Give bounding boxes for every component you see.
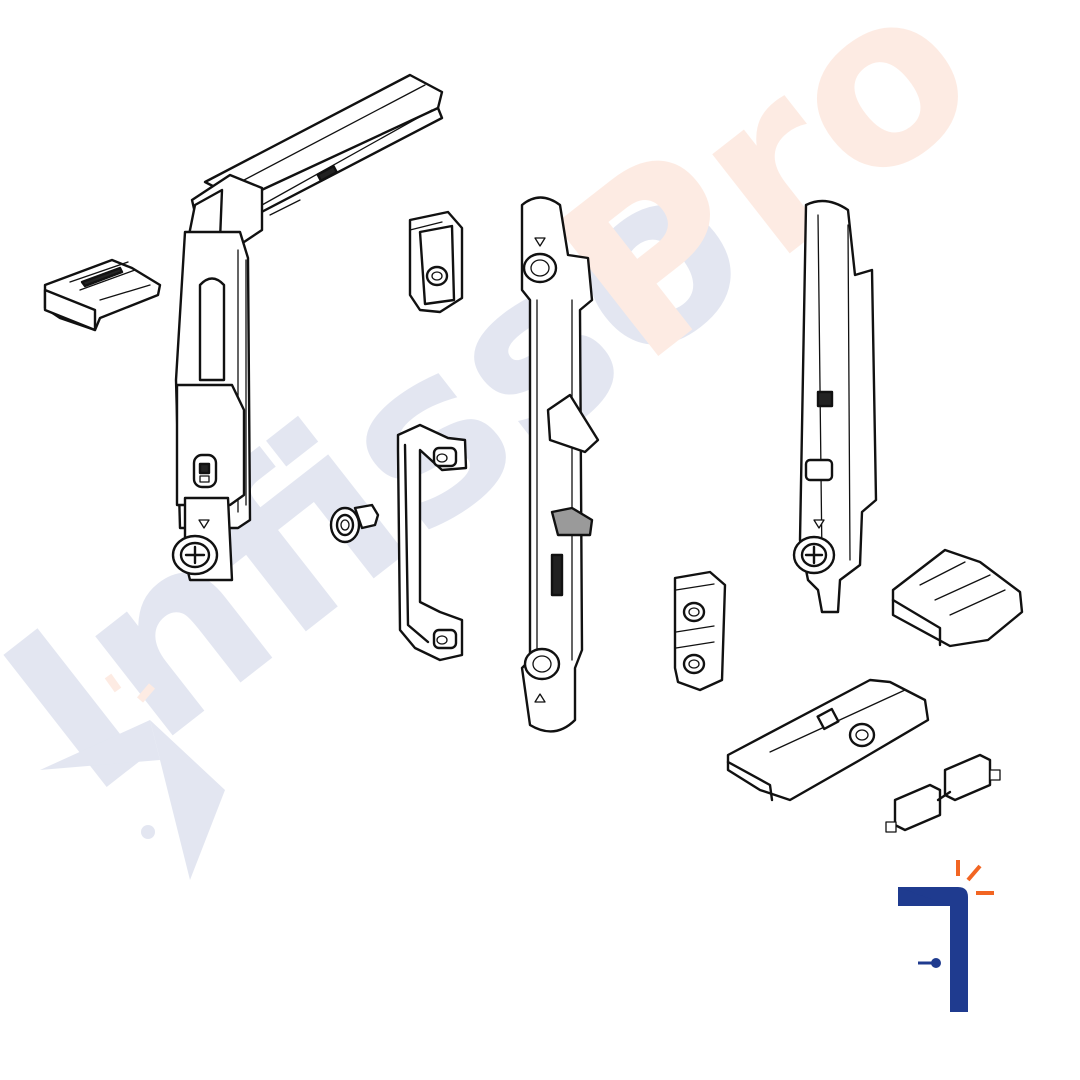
base-bracket-icon — [726, 678, 930, 802]
connector-link-icon — [885, 753, 1001, 833]
watermark-logo-mark-icon — [40, 673, 225, 880]
infissopro-logo-mark-icon — [898, 860, 994, 1012]
bolt-icon — [329, 503, 380, 544]
corner-drive-icon — [171, 73, 444, 582]
lock-strip-icon — [792, 199, 878, 614]
small-keeper-icon — [408, 210, 464, 314]
center-lock-plate-icon — [520, 196, 600, 733]
end-cap-block-icon — [891, 548, 1024, 648]
handle-bridge-icon — [396, 423, 468, 662]
end-cap-clip-icon — [43, 258, 162, 332]
double-keeper-icon — [673, 570, 727, 692]
